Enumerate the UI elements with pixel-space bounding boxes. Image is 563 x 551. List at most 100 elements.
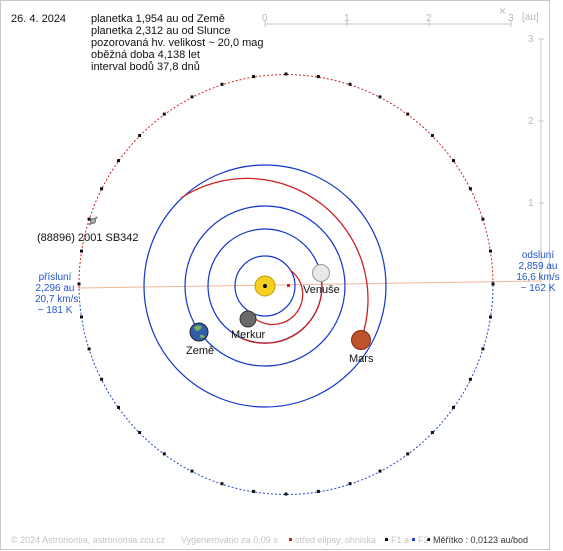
info-line-period: oběžná doba 4,138 let — [91, 49, 200, 61]
info-line-distance-sun: planetka 2,312 au od Slunce — [91, 25, 231, 37]
perihelion-temperature: ~ 181 K — [37, 305, 73, 316]
asteroid-name: (88896) 2001 SB342 — [37, 232, 139, 244]
date-label: 26. 4. 2024 — [11, 13, 67, 25]
top-scale — [264, 21, 512, 27]
right-scale-tick-1: 1 — [528, 198, 534, 209]
scale-unit-label: [au] — [522, 12, 539, 23]
orbit-position-dot — [252, 489, 256, 493]
orbit-position-dot — [406, 452, 410, 456]
orbit-canvas — [77, 21, 544, 541]
orbit-position-dot — [468, 377, 472, 381]
mars-label: Mars — [349, 353, 374, 365]
top-scale-tick-2: 2 — [426, 13, 432, 24]
legend-scale-marker — [427, 538, 430, 541]
orbit-position-dot — [252, 75, 256, 79]
close-icon[interactable]: × — [499, 4, 507, 18]
asteroid-position-dots — [77, 72, 495, 496]
orbit-position-dot — [489, 315, 492, 319]
right-scale — [538, 38, 544, 285]
mars-orbit-arc — [180, 177, 369, 341]
venus-label: Venuše — [303, 284, 340, 296]
orbit-position-dot — [87, 347, 91, 351]
orbit-position-dot — [117, 159, 120, 163]
legend-f1-marker — [385, 538, 388, 541]
orbit-position-dot — [378, 95, 382, 99]
orbit-position-dot — [481, 217, 485, 221]
orbit-position-dot — [378, 469, 382, 473]
legend-f1-text: F1 a — [391, 535, 410, 545]
orbit-position-dot — [489, 249, 492, 253]
ellipse-center-marker — [287, 284, 290, 287]
orbit-position-dot — [190, 469, 194, 473]
footer-scale: Měřítko : 0,0123 au/bod — [433, 535, 529, 545]
orbit-position-dot — [100, 187, 104, 191]
perihelion-distance: 2,296 au — [35, 283, 75, 294]
mercury — [239, 310, 257, 328]
orbit-position-dot — [468, 187, 472, 191]
aphelion-temperature: ~ 162 K — [520, 283, 556, 294]
orbit-position-dot — [138, 431, 142, 434]
mars — [351, 330, 371, 350]
orbit-position-dot — [491, 282, 495, 286]
perihelion-velocity: 20,7 km/s — [35, 294, 79, 305]
aphelion-velocity: 16,6 km/s — [516, 272, 560, 283]
footer-copyright[interactable]: © 2024 Astronomia, astronomia.zcu.cz — [11, 535, 166, 545]
orbit-position-dot — [77, 282, 81, 286]
earth-orbit — [184, 205, 346, 367]
orbit-position-dot — [117, 405, 120, 409]
orbit-position-dot — [284, 492, 288, 496]
perihelion-title: přísluní — [38, 272, 72, 283]
mercury-orbit-arc — [246, 269, 304, 326]
venus-orbit-arc — [240, 275, 323, 344]
earth-label: Země — [186, 345, 215, 357]
top-scale-tick-0: 0 — [262, 13, 268, 24]
sun-focus-marker — [263, 284, 267, 288]
apsis-line — [78, 280, 542, 289]
orbit-position-dot — [220, 82, 224, 86]
legend-center-text: střed elipsy, ohniska — [295, 535, 376, 545]
orbit-position-dot — [452, 405, 455, 409]
orbit-position-dot — [406, 112, 410, 116]
legend-f2-text: F2 — [418, 535, 429, 545]
orbit-position-dot — [138, 134, 142, 137]
info-line-magnitude: pozorovaná hv. velikost ~ 20,0 mag — [91, 37, 264, 49]
info-line-interval: interval bodů 37,8 dnů — [91, 61, 200, 73]
mars-orbit — [143, 164, 387, 408]
legend-f2-marker — [412, 538, 415, 541]
right-scale-tick-3: 3 — [528, 34, 534, 45]
orbit-position-dot — [316, 489, 320, 493]
footer-generated: Vygenerováno za 0,09 s — [181, 535, 278, 545]
asteroid-orbit-red — [78, 73, 494, 289]
venus — [312, 264, 330, 282]
perihelion-label: přísluní 2,296 au 20,7 km/s ~ 181 K — [35, 272, 79, 316]
orbit-position-dot — [348, 482, 352, 486]
orbit-position-dot — [162, 452, 166, 456]
orbit-position-dot — [80, 249, 83, 253]
orbit-position-dot — [87, 217, 91, 221]
orbit-position-dot — [452, 159, 455, 163]
mercury-label: Merkur — [231, 329, 266, 341]
top-scale-tick-3: 3 — [508, 13, 514, 24]
orbit-position-dot — [316, 75, 320, 79]
info-line-distance-earth: planetka 1,954 au od Země — [91, 13, 225, 25]
asteroid-marker — [88, 216, 98, 226]
orbit-position-dot — [80, 315, 83, 319]
top-scale-tick-1: 1 — [344, 13, 350, 24]
orbit-position-dot — [190, 95, 194, 99]
orbit-position-dot — [162, 112, 166, 116]
legend-center-marker — [289, 538, 292, 541]
aphelion-distance: 2,859 au — [518, 261, 558, 272]
orbit-position-dot — [284, 72, 288, 76]
aphelion-label: odsluní 2,859 au 16,6 km/s ~ 162 K — [513, 250, 563, 294]
mercury-orbit — [234, 255, 296, 317]
orbit-position-dot — [430, 431, 434, 434]
asteroid-orbit-blue — [78, 280, 494, 496]
orbit-position-dot — [430, 134, 434, 137]
orbit-position-dot — [348, 82, 352, 86]
orbit-position-dot — [220, 482, 224, 486]
orbit-position-dot — [100, 377, 104, 381]
orbit-position-dot — [481, 347, 485, 351]
earth-land — [194, 325, 205, 338]
aphelion-title: odsluní — [521, 250, 555, 261]
